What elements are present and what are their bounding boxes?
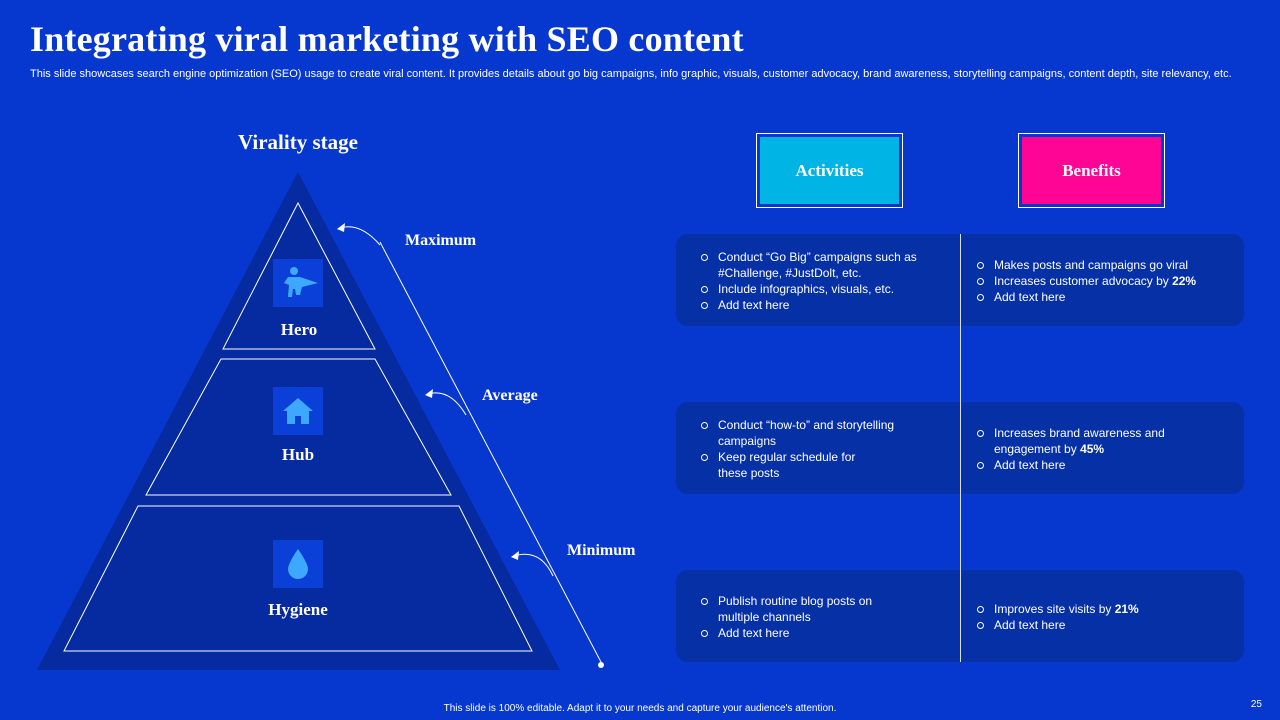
slide-title: Integrating viral marketing with SEO con… — [30, 19, 744, 59]
list-item: Conduct “how-to” and storytelling campai… — [700, 417, 940, 449]
slide-subtitle: This slide showcases search engine optim… — [30, 68, 1232, 80]
arrow-average — [427, 392, 467, 416]
pyramid-graphic — [37, 172, 604, 670]
level-label-average: Average — [482, 387, 538, 404]
page-number: 25 — [1250, 699, 1262, 710]
activities-list-hub: Conduct “how-to” and storytelling campai… — [700, 417, 940, 481]
list-item: Increases brand awareness and engagement… — [976, 425, 1206, 457]
benefits-header-label: Benefits — [1022, 137, 1161, 204]
house-icon — [273, 387, 323, 435]
level-label-maximum: Maximum — [405, 232, 477, 249]
benefits-list-hero: Makes posts and campaigns go viral Incre… — [976, 257, 1231, 305]
tier-label-hub: Hub — [281, 445, 315, 464]
tier-label-hygiene: Hygiene — [268, 600, 328, 619]
list-item: Add text here — [700, 297, 950, 313]
activities-header-label: Activities — [760, 137, 899, 204]
list-item: Add text here — [976, 289, 1231, 305]
level-scale-end-dot — [598, 662, 604, 668]
list-item: Keep regular schedule for these posts — [700, 449, 940, 481]
arrow-maximum — [339, 226, 381, 246]
list-item: Makes posts and campaigns go viral — [976, 257, 1231, 273]
level-scale-line — [379, 241, 602, 663]
list-item: Include infographics, visuals, etc. — [700, 281, 950, 297]
activities-header: Activities — [756, 133, 903, 208]
slide-footer: This slide is 100% editable. Adapt it to… — [443, 703, 837, 714]
list-item: Add text here — [976, 457, 1206, 473]
benefits-list-hub: Increases brand awareness and engagement… — [976, 425, 1206, 473]
column-divider — [960, 234, 961, 662]
arrow-minimum — [513, 553, 554, 577]
activities-list-hygiene: Publish routine blog posts on multiple c… — [700, 593, 915, 641]
list-item: Increases customer advocacy by 22% — [976, 273, 1231, 289]
list-item: Conduct “Go Big” campaigns such as #Chal… — [700, 249, 950, 281]
list-item: Add text here — [976, 617, 1231, 633]
list-item: Improves site visits by 21% — [976, 601, 1231, 617]
benefits-list-hygiene: Improves site visits by 21% Add text her… — [976, 601, 1231, 633]
list-item: Publish routine blog posts on multiple c… — [700, 593, 915, 625]
tier-label-hero: Hero — [280, 320, 318, 339]
virality-stage-title: Virality stage — [238, 130, 358, 154]
benefits-header: Benefits — [1018, 133, 1165, 208]
level-label-minimum: Minimum — [567, 542, 636, 559]
list-item: Add text here — [700, 625, 915, 641]
water-drop-icon — [273, 540, 323, 588]
superhero-icon — [273, 259, 323, 307]
activities-list-hero: Conduct “Go Big” campaigns such as #Chal… — [700, 249, 950, 313]
